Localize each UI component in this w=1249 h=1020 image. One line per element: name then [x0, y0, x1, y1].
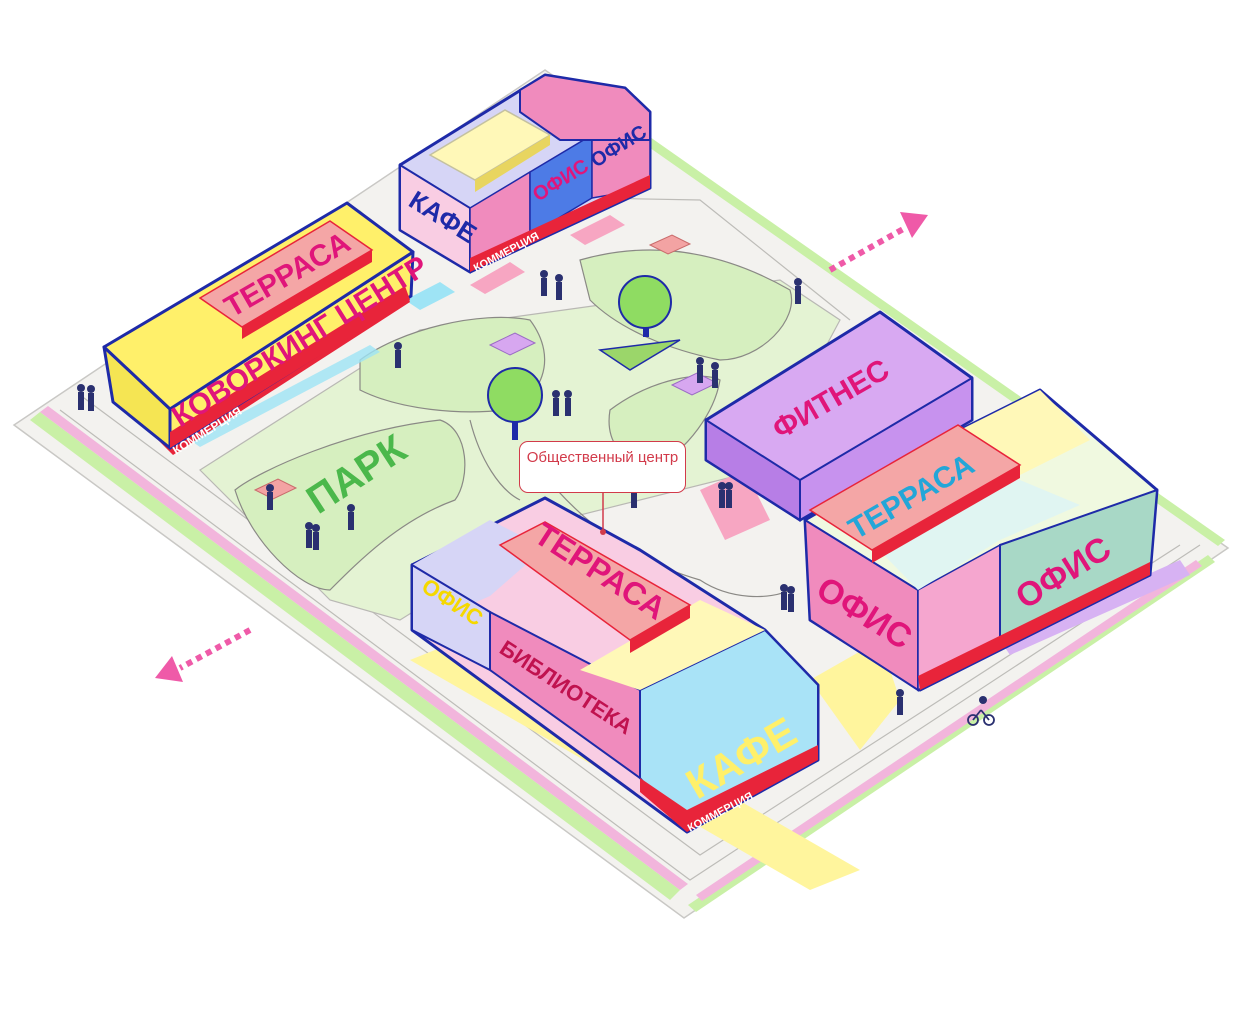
- building-library: ТЕРРАСА ОФИС БИБЛИОТЕКА КАФЕ КОММЕРЦИЯ: [410, 496, 820, 835]
- building-east: ТЕРРАСА ОФИС ОФИС: [803, 388, 1159, 692]
- picnic-table-icon: [253, 234, 719, 500]
- callout-pointer: [600, 493, 606, 535]
- building-fitness: ФИТНЕС: [704, 310, 974, 522]
- arrow-right-icon: [828, 212, 928, 273]
- building-north: КАФЕ ОФИС ОФИС КОММЕРЦИЯ: [398, 73, 652, 275]
- bicycle-icon: [967, 696, 995, 726]
- arrow-left-icon: [155, 627, 252, 682]
- building-coworking: ТЕРРАСА КОВОРКИНГ ЦЕНТР КОММЕРЦИЯ: [102, 201, 434, 458]
- callout-label: Общественный центр: [526, 449, 679, 466]
- tree-icon: [618, 275, 672, 337]
- callout-public-center: Общественный центр: [519, 441, 686, 493]
- tree-icon: [487, 367, 543, 440]
